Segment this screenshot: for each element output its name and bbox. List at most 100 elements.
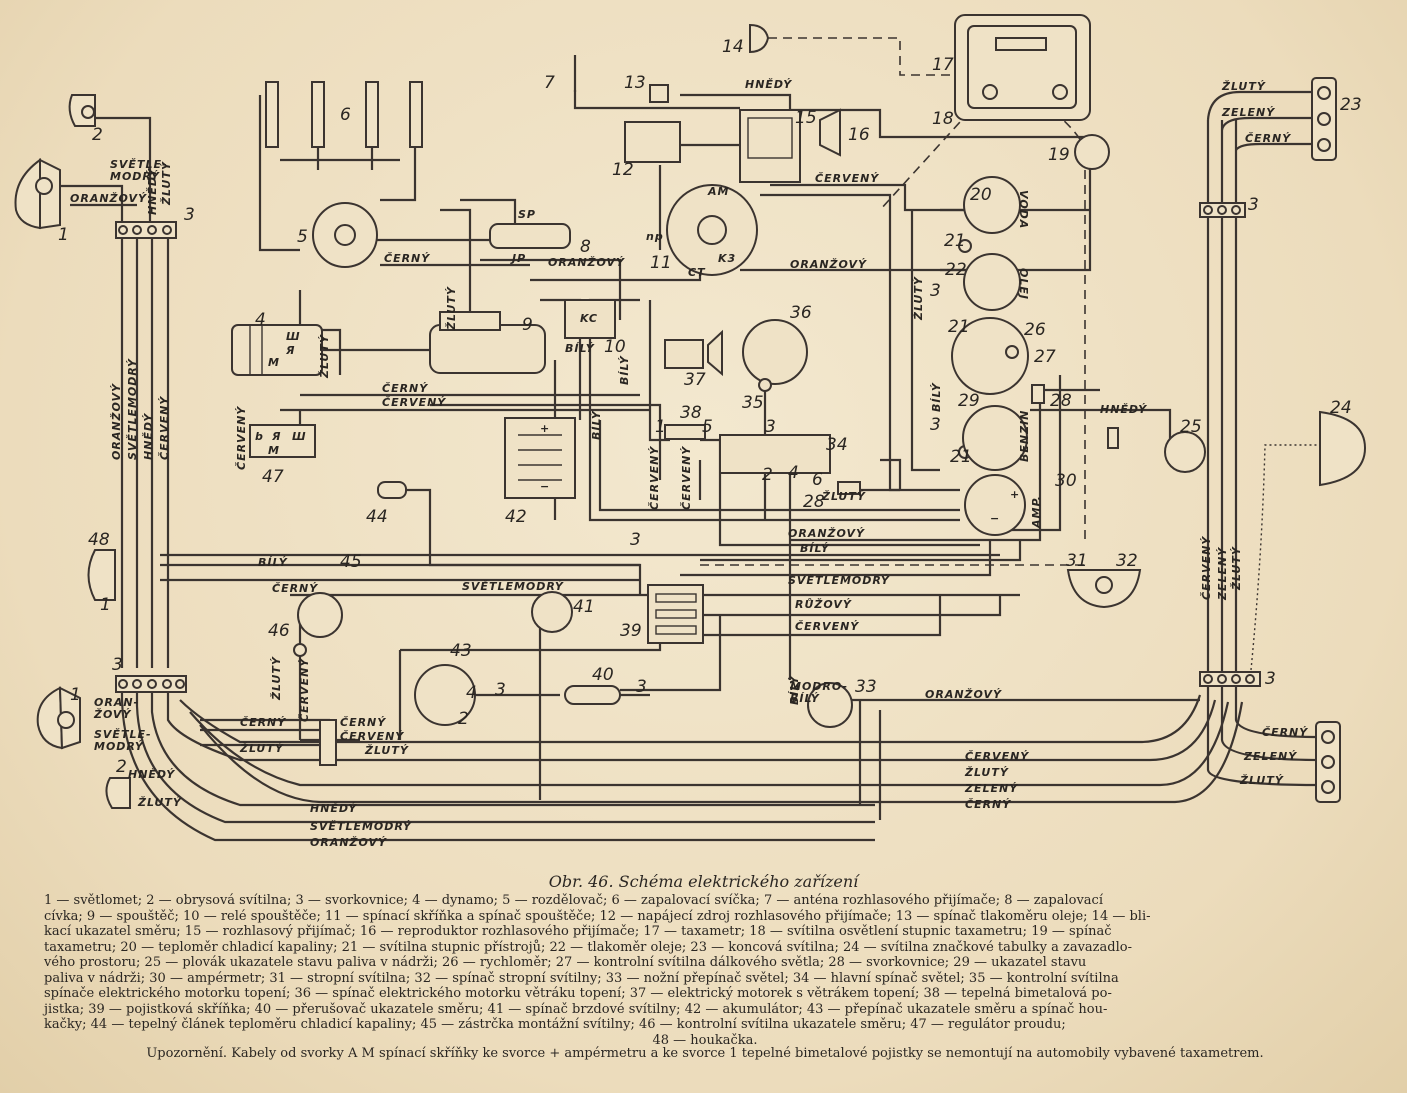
legend-line: 48 — houkačka. bbox=[652, 1032, 758, 1048]
num: 17 bbox=[932, 55, 954, 75]
num: 6 bbox=[340, 105, 351, 125]
terminal-block-upper-left bbox=[115, 221, 177, 239]
wire-label: ČERVENÝ bbox=[815, 171, 879, 185]
num: 3 bbox=[630, 530, 641, 550]
wire-label: ŽOVÝ bbox=[93, 707, 131, 721]
terminal-label: JP bbox=[510, 252, 526, 265]
wire-label: ŽLUTÝ bbox=[444, 286, 458, 331]
dashboard-wiring bbox=[160, 37, 1240, 820]
num: 24 bbox=[1330, 398, 1352, 418]
wire-label: ŽLUTÝ bbox=[159, 161, 173, 206]
wire-label: HNĚDÝ bbox=[1100, 402, 1147, 416]
wire-label: ČERNÝ bbox=[1245, 131, 1291, 145]
wire-label: ZELENÝ bbox=[964, 782, 1018, 795]
service-lamp-socket bbox=[297, 592, 343, 638]
num: 15 bbox=[795, 108, 817, 128]
num: 40 bbox=[592, 665, 614, 685]
wire-label: ČERNÝ bbox=[965, 797, 1011, 811]
loudspeaker bbox=[819, 108, 841, 157]
gauge-label: AMP. bbox=[1030, 495, 1043, 529]
num: 45 bbox=[340, 552, 362, 572]
terminal-label: np bbox=[646, 230, 664, 243]
num: 42 bbox=[505, 507, 527, 527]
num: 21 bbox=[950, 447, 972, 467]
main-harness bbox=[40, 90, 1321, 842]
fuel-float bbox=[1107, 427, 1206, 473]
num: 5 bbox=[297, 227, 308, 247]
num: 48 bbox=[88, 530, 110, 550]
wire-label: BÍLÝ bbox=[930, 382, 943, 412]
heater-pilot-lamp bbox=[758, 378, 772, 392]
wire-label: ŽLUTÝ bbox=[1239, 773, 1284, 787]
wire-label: ORANŽOVÝ bbox=[109, 383, 123, 460]
wire-label: ŽLUTÝ bbox=[239, 741, 284, 755]
figure-caption: Obr. 46. Schéma elektrického zařízení bbox=[548, 872, 859, 891]
battery-minus: − bbox=[540, 480, 550, 493]
legend-line: kací ukazatel směru; 15 — rozhlasový při… bbox=[44, 924, 1112, 939]
legend: 1 — světlomet; 2 — obrysová svítilna; 3 … bbox=[44, 893, 1366, 1048]
terminal-block-upper-right bbox=[1199, 202, 1246, 218]
main-light-switch bbox=[719, 434, 831, 474]
num: 14 bbox=[722, 37, 744, 57]
terminal-block-lower-center bbox=[319, 719, 337, 766]
current-regulator bbox=[249, 424, 316, 458]
wire-label: ORANŽOVÝ bbox=[925, 687, 1002, 701]
wire-label: HNĚDÝ bbox=[128, 767, 175, 781]
wire-label: SVĚTLEMODRÝ bbox=[462, 579, 564, 593]
clearance-light-upper bbox=[68, 94, 96, 127]
heater-fan-switch bbox=[742, 319, 808, 385]
taxameter bbox=[954, 14, 1091, 121]
wire-label: ŽLUTÝ bbox=[821, 489, 866, 503]
num: 29 bbox=[958, 391, 980, 411]
terminal-label: AM bbox=[707, 185, 729, 198]
wire-label: ČERNÝ bbox=[382, 381, 428, 395]
terminal-label: SP bbox=[518, 208, 536, 221]
num: 25 bbox=[1180, 417, 1202, 437]
radio-power-supply bbox=[624, 121, 681, 163]
num: 13 bbox=[624, 73, 646, 93]
num: 2 bbox=[762, 465, 773, 485]
wire-label: ČERNÝ bbox=[384, 251, 430, 265]
wire-color-labels: HNĚDÝ ČERVENÝ ORANŽOVÝ ČERNÝ ORANŽOVÝ SV… bbox=[70, 77, 1307, 849]
clearance-light-lower bbox=[105, 777, 131, 809]
battery bbox=[504, 417, 576, 499]
wire-label: ČERVENÝ bbox=[647, 446, 661, 510]
wire-label: ŽLUTÝ bbox=[964, 765, 1009, 779]
num: 19 bbox=[1048, 145, 1070, 165]
terminal-block-lower-right bbox=[1199, 671, 1261, 687]
wire-label: BÍLÝ bbox=[788, 675, 801, 705]
num: 3 bbox=[495, 680, 506, 700]
terminal-label: Я bbox=[271, 430, 281, 443]
wire-label: ŽLUTÝ bbox=[911, 276, 925, 321]
wire-label: HNĚDÝ bbox=[141, 413, 155, 460]
wire-label: SVĚTLEMODRÝ bbox=[125, 358, 139, 460]
num: 1 bbox=[655, 417, 666, 437]
num: 21 bbox=[944, 231, 966, 251]
plate-light bbox=[1319, 410, 1367, 487]
wire-label: SVĚTLE- bbox=[110, 157, 168, 171]
wire-label: ČERNÝ bbox=[240, 715, 286, 729]
wire-label: ORAN- bbox=[94, 696, 139, 709]
oil-pressure-gauge bbox=[963, 253, 1021, 311]
wire-label: HNĚDÝ bbox=[745, 77, 792, 91]
num: 36 bbox=[790, 303, 812, 323]
ammeter-plus: + bbox=[1010, 488, 1020, 501]
num: 1 bbox=[58, 225, 69, 245]
wire-label: ČERVENÝ bbox=[382, 395, 446, 409]
direction-horn-switch bbox=[414, 664, 476, 726]
num: 1 bbox=[100, 595, 111, 615]
legend-line: jistka; 39 — pojistková skříňka; 40 — př… bbox=[44, 1001, 1108, 1017]
wire-label: ČERVENÝ bbox=[1199, 536, 1213, 600]
legend-line: 1 — světlomet; 2 — obrysová svítilna; 3 … bbox=[44, 893, 1103, 908]
num: 41 bbox=[573, 597, 595, 617]
wire-label: ČERVENÝ bbox=[679, 446, 693, 510]
num: 5 bbox=[702, 417, 713, 437]
starter-relay bbox=[564, 299, 616, 339]
wire-label: ORANŽOVÝ bbox=[70, 191, 147, 205]
note: Upozornění. Kabely od svorky A M spínací… bbox=[146, 1046, 1264, 1061]
num: 3 bbox=[930, 281, 941, 301]
wire-label: ČERVENÝ bbox=[965, 749, 1029, 763]
num: 38 bbox=[680, 403, 702, 423]
coolant-temp-gauge bbox=[963, 176, 1021, 234]
